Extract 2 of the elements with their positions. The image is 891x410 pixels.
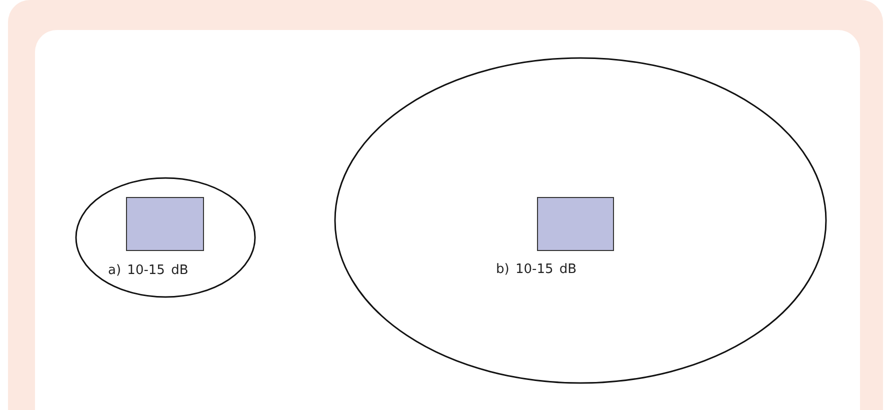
caption-text: a) 10-15 dB	[108, 263, 188, 278]
caption-text: b) 10-15 dB	[496, 262, 577, 277]
